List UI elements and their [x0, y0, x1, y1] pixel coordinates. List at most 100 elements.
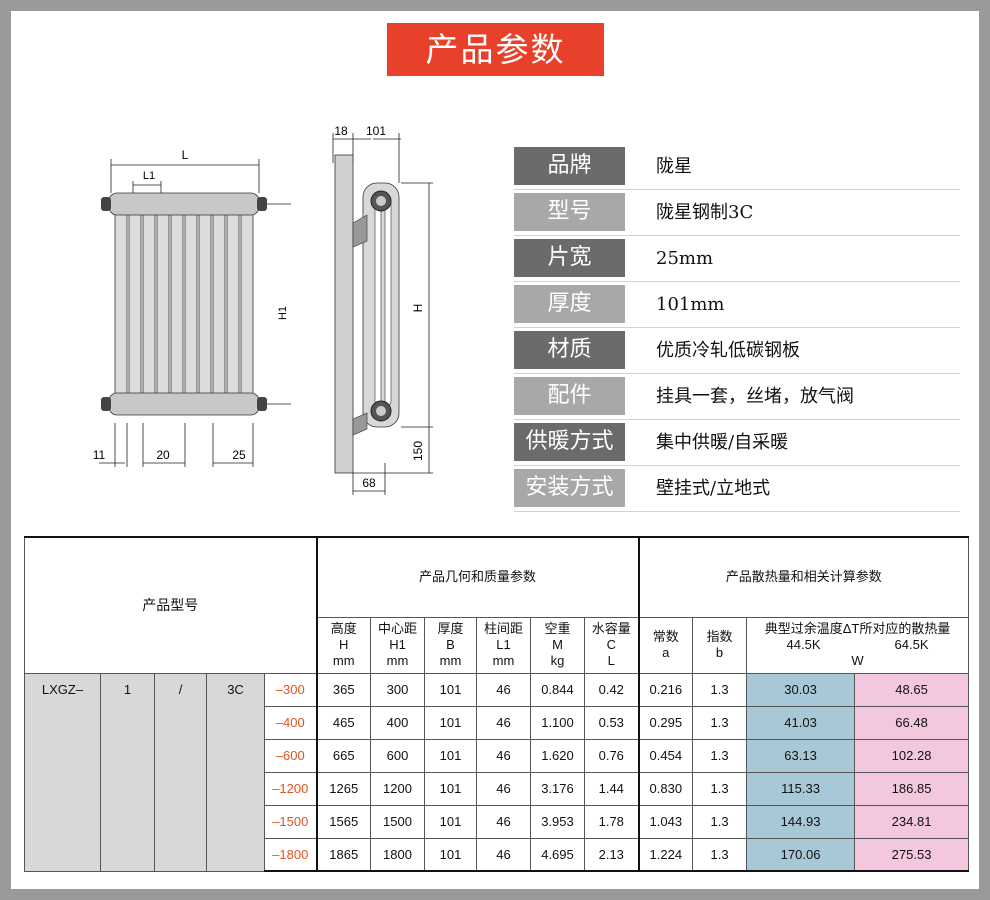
- cell: 0.295: [637, 705, 694, 740]
- cell: 46: [476, 738, 531, 773]
- spec-value: 优质冷轧低碳钢板: [656, 340, 800, 361]
- cell: 1200: [370, 771, 425, 806]
- spec-value: 壁挂式/立地式: [656, 478, 771, 499]
- cell-heat-b: 275.53: [854, 837, 970, 872]
- table-row: LXGZ– 1 / 3C –300 365 300 101 46 0.844 0…: [24, 672, 970, 872]
- cell: 1.3: [692, 804, 748, 839]
- cell: 1.3: [692, 738, 748, 773]
- cell: 1865: [315, 837, 371, 872]
- cell: 0.216: [637, 672, 694, 707]
- cell-heat-a: 63.13: [746, 738, 856, 773]
- spec-value: 陇星钢制3C: [656, 202, 754, 223]
- dim-68-label: 68: [362, 476, 376, 490]
- table-row: –1500 1565 1500 101 46 3.953 1.78 1.043 …: [25, 804, 970, 839]
- dim-L1-label: L1: [143, 170, 155, 182]
- cell: 1.3: [692, 771, 748, 806]
- cell: 2.13: [583, 837, 640, 872]
- model-suffix: –1200: [264, 771, 317, 806]
- spec-row-brand: 品牌 陇星: [514, 144, 960, 190]
- cell: 46: [476, 672, 531, 707]
- cell-heat-b: 186.85: [854, 771, 970, 806]
- spec-label: 供暖方式: [514, 423, 625, 461]
- dim-L-label: L: [182, 148, 189, 162]
- cell-heat-a: 115.33: [746, 771, 856, 806]
- cell: 1.78: [583, 804, 640, 839]
- cell: 46: [476, 771, 531, 806]
- cell-heat-a: 144.93: [746, 804, 856, 839]
- spec-row-material: 材质 优质冷轧低碳钢板: [514, 328, 960, 374]
- spec-value: 集中供暖/自采暖: [656, 432, 789, 453]
- cell: 101: [424, 672, 477, 707]
- spec-row-thickness: 厚度 101mm: [514, 282, 960, 328]
- spec-label: 型号: [514, 193, 625, 231]
- cell: 1.44: [583, 771, 640, 806]
- model-suffix: –1500: [264, 804, 317, 839]
- model-part: 3C: [206, 672, 265, 872]
- cell: 101: [424, 771, 477, 806]
- spec-row-width: 片宽 25mm: [514, 236, 960, 282]
- model-suffix: –1800: [264, 837, 317, 872]
- spec-list: 品牌 陇星 型号 陇星钢制3C 片宽 25mm 厚度 101mm 材质 优质冷轧…: [514, 144, 960, 512]
- cell: 1.620: [530, 738, 585, 773]
- cell: 0.42: [583, 672, 640, 707]
- heat-header: 产品散热量和相关计算参数: [637, 536, 970, 618]
- cell: 3.953: [530, 804, 585, 839]
- cell: 0.454: [637, 738, 694, 773]
- cell-heat-b: 234.81: [854, 804, 970, 839]
- product-sheet: 产品参数 L L1: [11, 11, 979, 889]
- dim-150-label: 150: [411, 441, 425, 461]
- cell: 0.76: [583, 738, 640, 773]
- spec-value: 25mm: [656, 248, 714, 269]
- table-row: –400 465 400 101 46 1.100 0.53 0.295 1.3…: [25, 705, 970, 740]
- cell: 101: [424, 705, 477, 740]
- spec-value: 陇星: [656, 156, 692, 177]
- dim-H1-label: H1: [277, 306, 289, 320]
- spec-label: 片宽: [514, 239, 625, 277]
- cell-heat-a: 30.03: [746, 672, 856, 707]
- spec-row-heating: 供暖方式 集中供暖/自采暖: [514, 420, 960, 466]
- model-suffix: –600: [264, 738, 317, 773]
- cell-heat-b: 48.65: [854, 672, 970, 707]
- cell: 0.53: [583, 705, 640, 740]
- cell-heat-a: 170.06: [746, 837, 856, 872]
- cell: 1.100: [530, 705, 585, 740]
- table-row: –1200 1265 1200 101 46 3.176 1.44 0.830 …: [25, 771, 970, 806]
- cell: 0.830: [637, 771, 694, 806]
- radiator-side-view-diagram: 18 101 H 150 68: [332, 124, 433, 495]
- cell: 1500: [370, 804, 425, 839]
- geometry-header: 产品几何和质量参数: [315, 536, 640, 618]
- cell: 1.224: [637, 837, 694, 872]
- cell: 1800: [370, 837, 425, 872]
- cell: 46: [476, 705, 531, 740]
- spec-row-accessories: 配件 挂具一套，丝堵，放气阀: [514, 374, 960, 420]
- cell: 1265: [315, 771, 371, 806]
- model-suffix: –300: [264, 672, 317, 707]
- cell: 46: [476, 837, 531, 872]
- spec-row-installation: 安装方式 壁挂式/立地式: [514, 466, 960, 512]
- cell: 365: [315, 672, 371, 707]
- dim-H-label: H: [411, 304, 425, 313]
- dim-25-label: 25: [232, 448, 246, 462]
- spec-row-model: 型号 陇星钢制3C: [514, 190, 960, 236]
- spec-label: 安装方式: [514, 469, 625, 507]
- cell: 1.3: [692, 672, 748, 707]
- cell: 1.3: [692, 705, 748, 740]
- radiator-front-view-diagram: L L1: [93, 148, 291, 467]
- spec-value: 挂具一套，丝堵，放气阀: [656, 386, 854, 407]
- cell: 1.043: [637, 804, 694, 839]
- cell: 1.3: [692, 837, 748, 872]
- cell: 101: [424, 738, 477, 773]
- spec-label: 品牌: [514, 147, 625, 185]
- cell-heat-b: 66.48: [854, 705, 970, 740]
- cell: 600: [370, 738, 425, 773]
- model-part: 1: [100, 672, 155, 872]
- dim-18-label: 18: [334, 124, 348, 138]
